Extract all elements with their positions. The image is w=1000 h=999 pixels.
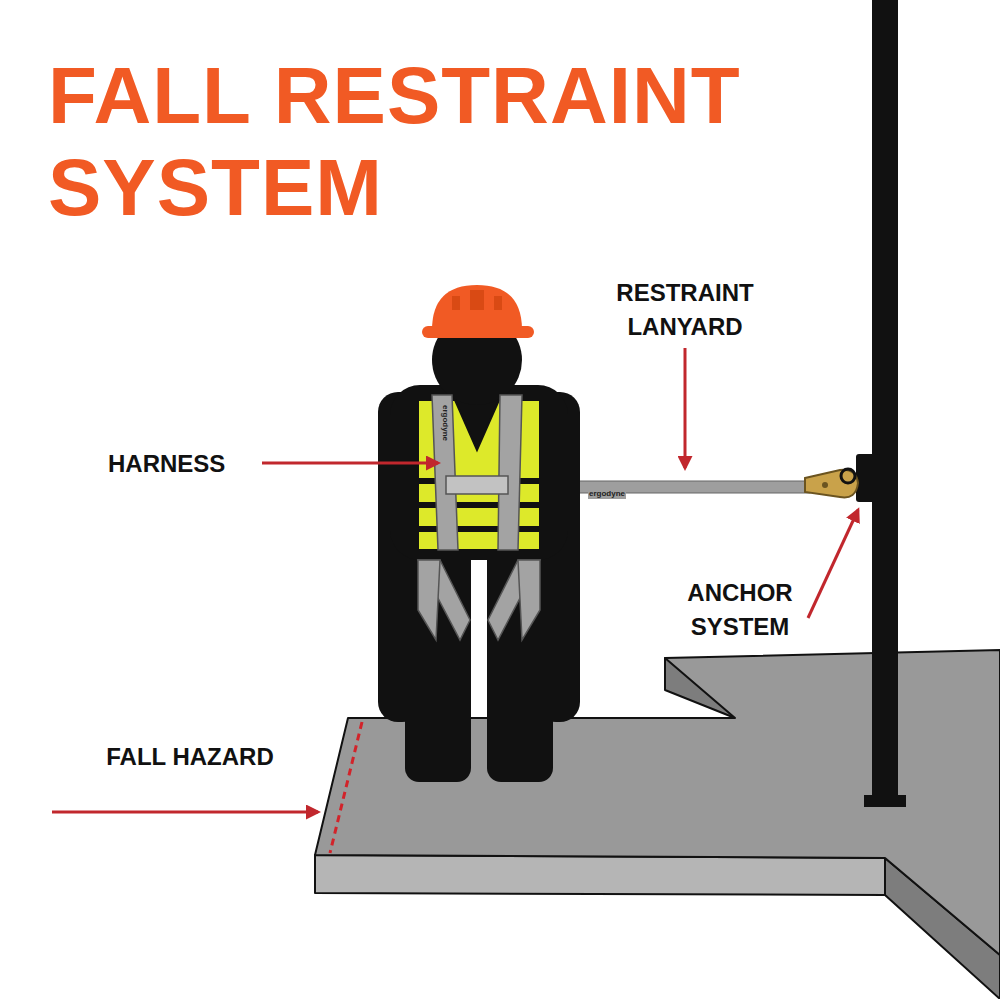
part-label-holder: FALL HAZARD [100, 740, 280, 774]
leader-arrows [52, 348, 858, 812]
worker-figure [378, 285, 580, 782]
restraint-lanyard [538, 469, 858, 497]
part-label-holder: HARNESS [108, 450, 268, 479]
fall-edge-mark [330, 722, 362, 853]
diagram-title-holder: FALL RESTRAINT SYSTEM [48, 50, 788, 234]
brand-mark: ergodyne [440, 404, 450, 442]
part-label: RESTRAINT LANYARD [575, 276, 795, 343]
part-label-holder: ANCHOR SYSTEM [660, 576, 820, 643]
part-label: FALL HAZARD [106, 740, 274, 774]
brand-mark: ergodyne [588, 489, 626, 499]
harness [418, 395, 540, 640]
diagram-title: FALL RESTRAINT SYSTEM [48, 50, 788, 234]
part-label-holder: RESTRAINT LANYARD [575, 276, 795, 343]
brand-mark-holder: ergodyne [588, 482, 626, 500]
part-label: HARNESS [108, 450, 225, 479]
brand-mark-holder: ergodyne [439, 404, 457, 442]
part-label: ANCHOR SYSTEM [660, 576, 820, 643]
anchor-pole [856, 0, 906, 807]
